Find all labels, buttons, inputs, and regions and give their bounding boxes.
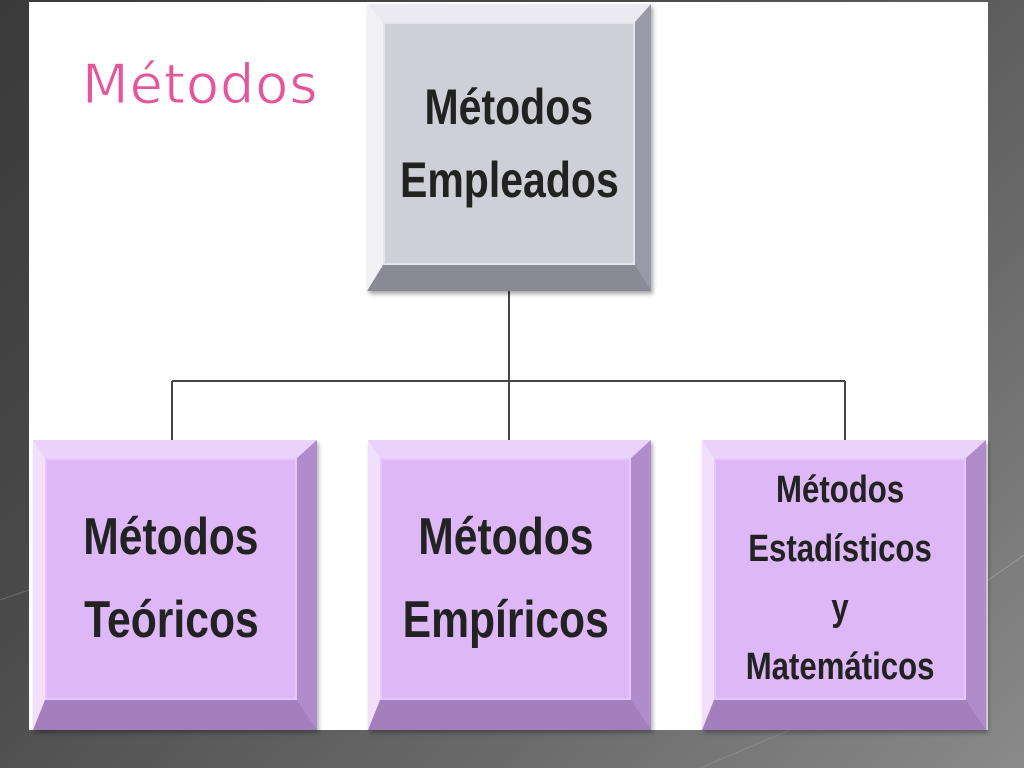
root-node-line-1: Métodos xyxy=(424,79,594,135)
child-node-3-line-1: Métodos xyxy=(775,469,905,512)
child-node-2-line-2: Empíricos xyxy=(402,591,609,649)
child-node-metodos-teoricos: Métodos Teóricos xyxy=(33,440,317,730)
child-node-3-line-2: Estadísticos y xyxy=(748,528,932,629)
child-node-metodos-estadisticos: Métodos Estadísticos y Matemáticos xyxy=(702,440,986,730)
child-node-metodos-empiricos: Métodos Empíricos xyxy=(368,440,651,730)
child-node-1-line-1: Métodos xyxy=(83,507,259,566)
child-node-3-line-3: Matemáticos xyxy=(745,645,935,688)
root-node-metodos-empleados: Métodos Empleados xyxy=(367,4,651,291)
child-node-2-line-1: Métodos xyxy=(417,507,594,566)
slide-title: Métodos xyxy=(81,53,319,116)
root-node-line-2: Empleados xyxy=(399,151,619,208)
child-node-1-line-2: Teóricos xyxy=(83,591,259,649)
